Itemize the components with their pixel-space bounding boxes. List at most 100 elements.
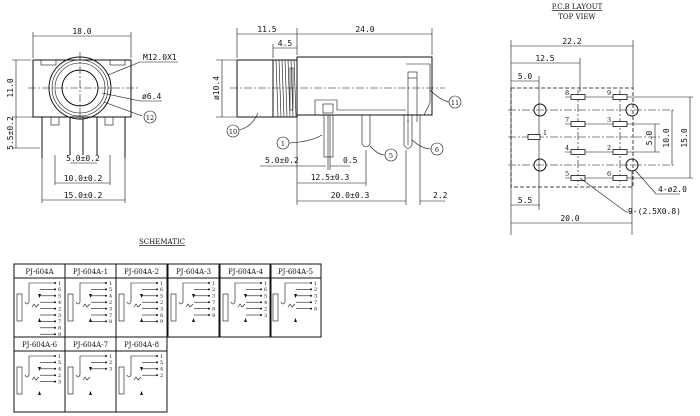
pin-label: 7 [212,300,215,306]
pin-label: 6 [264,287,267,293]
pin-label: 3 [264,313,267,319]
dim-pin-length: 5.5±0.2 [6,116,15,150]
pin-label: 5 [264,294,267,300]
pin-label: 8 [314,306,317,312]
dim-5-5-pcb: 5.5 [518,196,533,205]
dim-20-0-pcb: 20.0 [560,214,579,223]
pad [570,121,586,127]
front-pins [41,117,126,158]
pin-label: 1 [58,281,61,287]
dim-height: 11.0 [6,78,15,97]
pcb-title: P.C.B LAYOUT [552,3,603,11]
pad [612,149,628,155]
model-name: PJ-604A-5 [278,268,313,276]
dim-5: 5.0±0.2 [66,154,100,163]
dim-0-5: 0.5 [343,156,358,165]
pin-label: 4 [109,294,112,300]
front-view: 18.0 11.0 5.5±0.2 M12.0X1 ø6.4 12 5.0±0.… [6,27,178,203]
pin-label: 7 [58,319,61,325]
pad [570,149,586,155]
pin-label: 1 [314,281,317,287]
pad-label: 8 [565,89,569,97]
model-name: PJ-604A-7 [73,341,108,349]
pin-label: 1 [109,354,112,360]
dim-24: 24.0 [355,25,374,34]
pin-label: 3 [58,379,61,385]
dim-dia-10-4: ø10.4 [212,76,221,100]
front-sleeve [236,59,274,118]
pin-label: 6 [160,287,163,293]
pin-label: 2 [58,306,61,312]
pad-label: 6 [607,170,611,178]
pin-label: 9 [58,332,61,338]
dim-5-side: 5.0±0.2 [265,156,299,165]
svg-text:5: 5 [389,152,393,160]
svg-text:10: 10 [229,128,237,136]
dim-11-5: 11.5 [257,25,276,34]
pin-label: 1 [212,281,215,287]
pin-label: 4 [58,300,61,306]
dim-2-2: 2.2 [433,191,448,200]
pin-label: 3 [160,306,163,312]
callout-11 [448,95,462,109]
dim-22-2: 22.2 [562,37,581,46]
dim-20: 20.0±0.3 [331,191,370,200]
svg-text:12: 12 [146,114,154,122]
pin-label: 5 [58,294,61,300]
hole [625,103,639,117]
pin-label: 2 [212,287,215,293]
schematic: SCHEMATIC PJ-604A165423789PJ-604A-115423… [13,238,322,413]
pin-label: 5 [160,360,163,366]
dim-10-0-right: 10.0 [662,128,671,147]
pad [570,175,586,181]
pin-label: 9 [160,319,163,325]
pin-label: 1 [160,281,163,287]
pad-label: 9 [607,89,611,97]
pin-label: 3 [58,313,61,319]
dim-12-5-pcb: 12.5 [535,54,554,63]
pin-label: 3 [314,294,317,300]
pin-label: 2 [58,373,61,379]
pad [612,94,628,100]
mounting-holes [533,103,639,172]
dim-5-0-pcb: 5.0 [518,72,533,81]
callout-5 [384,148,398,162]
callout-10 [226,124,240,138]
model-name: PJ-604A-6 [22,341,58,349]
callout-6 [430,142,444,156]
dim-15: 15.0±0.2 [64,191,103,200]
pin-label: 8 [109,319,112,325]
pin-label: 4 [264,300,267,306]
pin-label: 2 [160,300,163,306]
svg-text:6: 6 [435,146,439,154]
pin-label: 2 [109,300,112,306]
main-body [296,56,433,116]
pad-label: 3 [607,116,611,124]
bore-label: ø6.4 [142,92,161,101]
side-view: 11.5 24.0 4.5 ø10.4 10 1 5 6 11 5.0±0.2 … [212,25,462,205]
pin-label: 2 [109,360,112,366]
pad-label: 1 [543,129,547,137]
model-name: PJ-604A-1 [73,268,108,276]
pin-label: 1 [109,281,112,287]
pin-label: 7 [109,313,112,319]
pin-label: 9 [212,313,215,319]
pad [612,175,628,181]
hole [625,158,639,172]
model-name: PJ-604A-4 [228,268,264,276]
pad-label: 4 [565,144,569,152]
side-pins [323,114,413,170]
pin-label: 5 [109,287,112,293]
pin-label: 8 [212,306,215,312]
model-name: PJ-604A-2 [124,268,159,276]
pad [570,94,586,100]
pad-label: 2 [607,144,611,152]
